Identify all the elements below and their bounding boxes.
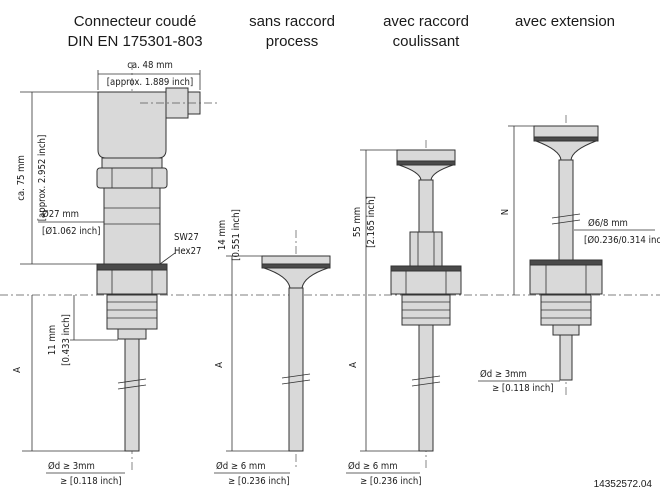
title-col2-line1: sans raccord — [249, 13, 335, 30]
dimension-dmin3: Ød ≥ 6 mm ≥ [0.236 inch] — [346, 461, 422, 487]
dmin4-label: Ød ≥ 3mm — [480, 369, 527, 380]
sw27-label: SW27 — [174, 232, 199, 243]
dimension-dmin2: Ød ≥ 6 mm ≥ [0.236 inch] — [214, 461, 290, 487]
width-inch: [approx. 1.889 inch] — [107, 77, 194, 88]
dimension-height: ca. 75 mm [approx. 2.952 inch] — [16, 91, 98, 265]
d14-mm: 14 mm — [217, 220, 228, 250]
dia27-mm: Ø27 mm — [42, 209, 79, 220]
d11-mm: 11 mm — [47, 325, 58, 355]
title-col2-line2: process — [266, 33, 319, 50]
a2-label: A — [214, 362, 225, 368]
a3-label: A — [348, 362, 359, 368]
dimension-a2: A — [214, 295, 289, 452]
sensor-extension-drawing — [529, 115, 603, 395]
height-mm: ca. 75 mm — [16, 155, 27, 201]
d68-inch: [Ø0.236/0.314 inch] — [584, 235, 660, 246]
width-mm: ca. 48 mm — [127, 60, 173, 71]
dia27-inch: [Ø1.062 inch] — [42, 226, 100, 237]
dimension-dmin4: Ød ≥ 3mm ≥ [0.118 inch] — [478, 369, 560, 394]
n-label: N — [500, 209, 511, 215]
d55-mm: 55 mm — [352, 207, 363, 237]
d14-inch: [0.551 inch] — [231, 209, 242, 261]
dmin3-label: Ød ≥ 6 mm — [348, 461, 398, 472]
dimension-d68: Ø6/8 mm [Ø0.236/0.314 inch] — [574, 218, 660, 246]
dimension-sw27: SW27 Hex27 — [159, 232, 201, 265]
dmin1-label: Ød ≥ 3mm — [48, 461, 95, 472]
title-col1-line1: Connecteur coudé — [74, 13, 197, 30]
sensor-no-fitting-drawing — [261, 230, 331, 470]
dmin2-label: Ød ≥ 6 mm — [216, 461, 266, 472]
dimension-14mm: 14 mm [0.551 inch] — [217, 209, 262, 295]
dmin3-inch: ≥ [0.236 inch] — [360, 476, 422, 487]
dimension-a1: A — [12, 295, 125, 452]
sensor-connector-drawing — [96, 62, 218, 470]
dimension-dia27: Ø27 mm [Ø1.062 inch] — [38, 209, 104, 237]
hex27-label: Hex27 — [174, 246, 201, 257]
title-col4: avec extension — [515, 13, 615, 30]
reference-number: 14352572.04 — [594, 479, 653, 490]
dmin2-inch: ≥ [0.236 inch] — [228, 476, 290, 487]
dimension-11mm: 11 mm [0.433 inch] — [47, 295, 118, 366]
d11-inch: [0.433 inch] — [61, 314, 72, 366]
dimension-a3: A — [348, 295, 419, 452]
title-col1-line2: DIN EN 175301-803 — [67, 33, 202, 50]
dimension-dmin1: Ød ≥ 3mm ≥ [0.118 inch] — [46, 461, 125, 487]
dmin4-inch: ≥ [0.118 inch] — [492, 383, 554, 394]
height-inch: [approx. 2.952 inch] — [37, 135, 48, 222]
dimension-55mm: 55 mm [2.165 inch] — [352, 149, 397, 295]
dimension-n: N — [500, 125, 534, 295]
dmin1-inch: ≥ [0.118 inch] — [60, 476, 122, 487]
d68-label: Ø6/8 mm — [588, 218, 628, 229]
title-col3-line2: coulissant — [393, 33, 461, 50]
a1-label: A — [12, 367, 23, 373]
sensor-compression-fitting-drawing — [390, 140, 462, 470]
dimension-width: ca. 48 mm [approx. 1.889 inch] — [97, 60, 201, 90]
title-col3-line1: avec raccord — [383, 13, 469, 30]
d55-inch: [2.165 inch] — [366, 196, 377, 248]
